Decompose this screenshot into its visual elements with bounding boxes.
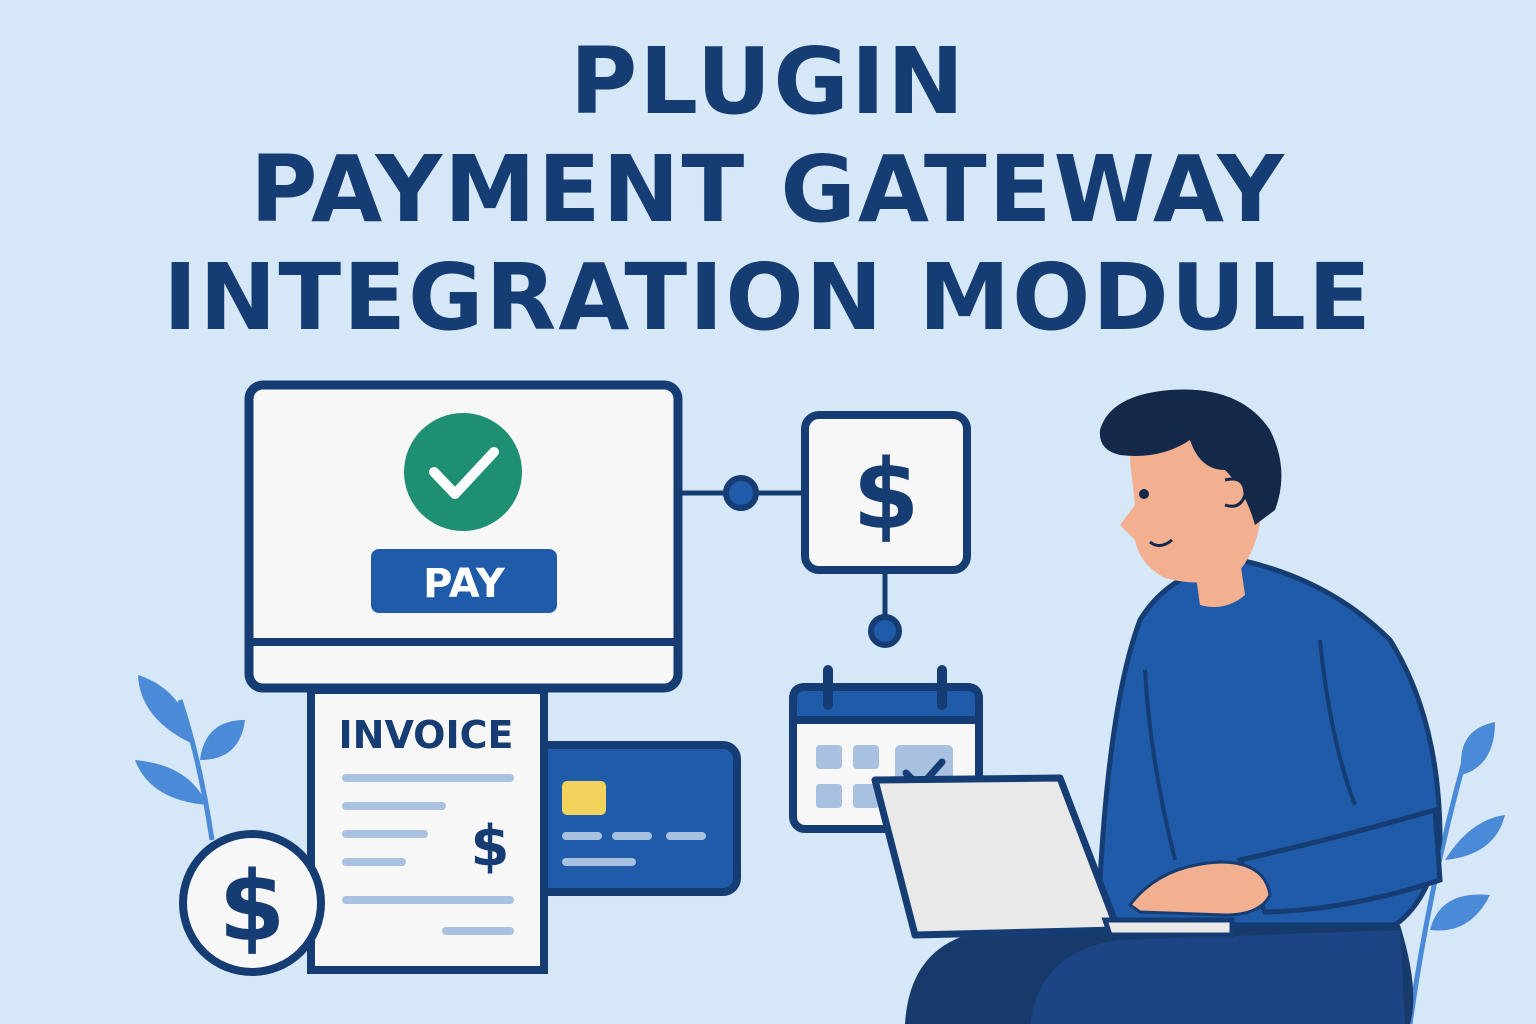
person-with-laptop xyxy=(871,389,1443,1024)
gateway-dollar-box: $ xyxy=(801,411,971,574)
invoice-heading: INVOICE xyxy=(339,713,514,757)
payment-monitor: PAY xyxy=(244,380,683,693)
dollar-icon: $ xyxy=(471,814,510,879)
dollar-icon: $ xyxy=(853,439,920,551)
check-circle-icon xyxy=(404,413,522,531)
plant-right-icon xyxy=(1407,722,1505,1024)
pay-button[interactable] xyxy=(371,549,557,613)
title-line-2: PAYMENT GATEWAY xyxy=(250,136,1286,243)
title-line-3: INTEGRATION MODULE xyxy=(163,244,1373,351)
invoice-document: INVOICE $ xyxy=(307,686,548,974)
title-line-1: PLUGIN xyxy=(569,28,967,135)
svg-text:$: $ xyxy=(219,851,286,963)
coin-icon: $ xyxy=(179,830,325,976)
connector-node xyxy=(723,475,759,511)
connector-node xyxy=(868,614,902,648)
credit-card-icon xyxy=(516,741,741,896)
plant-left-icon xyxy=(135,675,245,841)
pay-button-label: PAY xyxy=(423,561,506,607)
